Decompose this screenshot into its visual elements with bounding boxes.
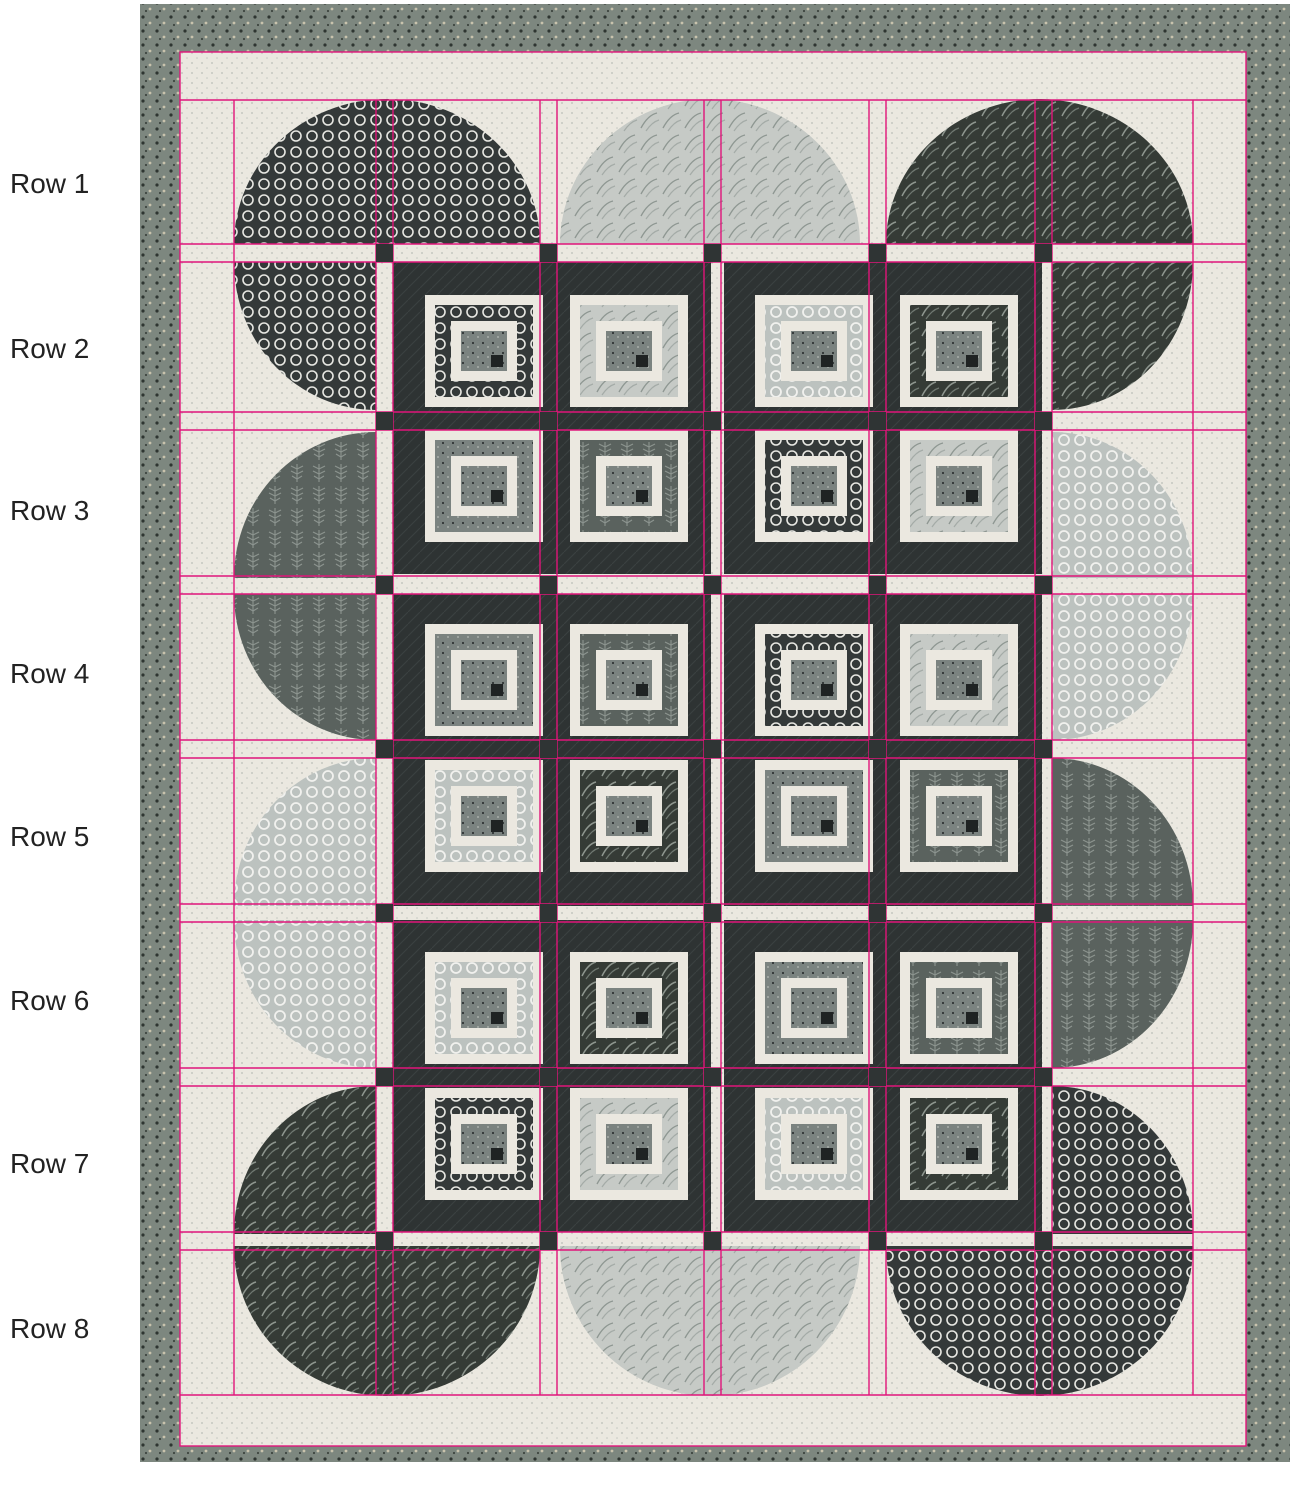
cornerstone [1035,576,1052,594]
cornerstone [869,740,886,758]
log-cabin-center [821,684,833,696]
log-cabin-center [491,490,503,502]
cornerstone [376,904,393,922]
cornerstone [704,1068,721,1086]
log-cabin-center [636,1148,648,1160]
cornerstone [1035,740,1052,758]
log-cabin-center [491,1012,503,1024]
cornerstone [1035,1232,1052,1250]
cornerstone [869,1232,886,1250]
cornerstone [376,1232,393,1250]
row-label: Row 5 [10,823,89,851]
cornerstone [1035,244,1052,262]
cornerstone [704,244,721,262]
cornerstone [540,904,557,922]
cornerstone [376,740,393,758]
cornerstone [540,244,557,262]
cornerstone [704,740,721,758]
cornerstone [540,1232,557,1250]
row-label: Row 6 [10,987,89,1015]
cornerstone [1035,1068,1052,1086]
cornerstone [869,904,886,922]
cornerstone [1035,412,1052,430]
log-cabin-center [966,684,978,696]
log-cabin-center [966,820,978,832]
cornerstone [704,1232,721,1250]
row-label: Row 3 [10,497,89,525]
log-cabin-center [821,1012,833,1024]
cornerstone [869,244,886,262]
cornerstone [1035,904,1052,922]
cornerstone [540,740,557,758]
log-cabin-center [491,820,503,832]
log-cabin-center [491,1148,503,1160]
log-cabin-center [821,355,833,367]
cornerstone [869,1068,886,1086]
cornerstone [376,412,393,430]
cornerstone [540,576,557,594]
log-cabin-center [491,355,503,367]
row-label: Row 2 [10,335,89,363]
cornerstone [704,412,721,430]
log-cabin-center [636,490,648,502]
log-cabin-center [636,684,648,696]
cornerstone [869,412,886,430]
log-cabin-center [821,1148,833,1160]
log-cabin-center [491,684,503,696]
cornerstone [376,244,393,262]
log-cabin-center [821,490,833,502]
log-cabin-center [966,355,978,367]
log-cabin-center [966,490,978,502]
cornerstone [376,576,393,594]
cornerstone [540,1068,557,1086]
row-label: Row 1 [10,170,89,198]
log-cabin-center [636,1012,648,1024]
row-label: Row 4 [10,660,89,688]
cornerstone [540,412,557,430]
log-cabin-center [636,355,648,367]
log-cabin-center [966,1012,978,1024]
row-label: Row 7 [10,1150,89,1178]
log-cabin-center [821,820,833,832]
log-cabin-center [636,820,648,832]
cornerstone [704,904,721,922]
cornerstone [376,1068,393,1086]
cornerstone [869,576,886,594]
row-label: Row 8 [10,1315,89,1343]
log-cabin-center [966,1148,978,1160]
cornerstone [704,576,721,594]
